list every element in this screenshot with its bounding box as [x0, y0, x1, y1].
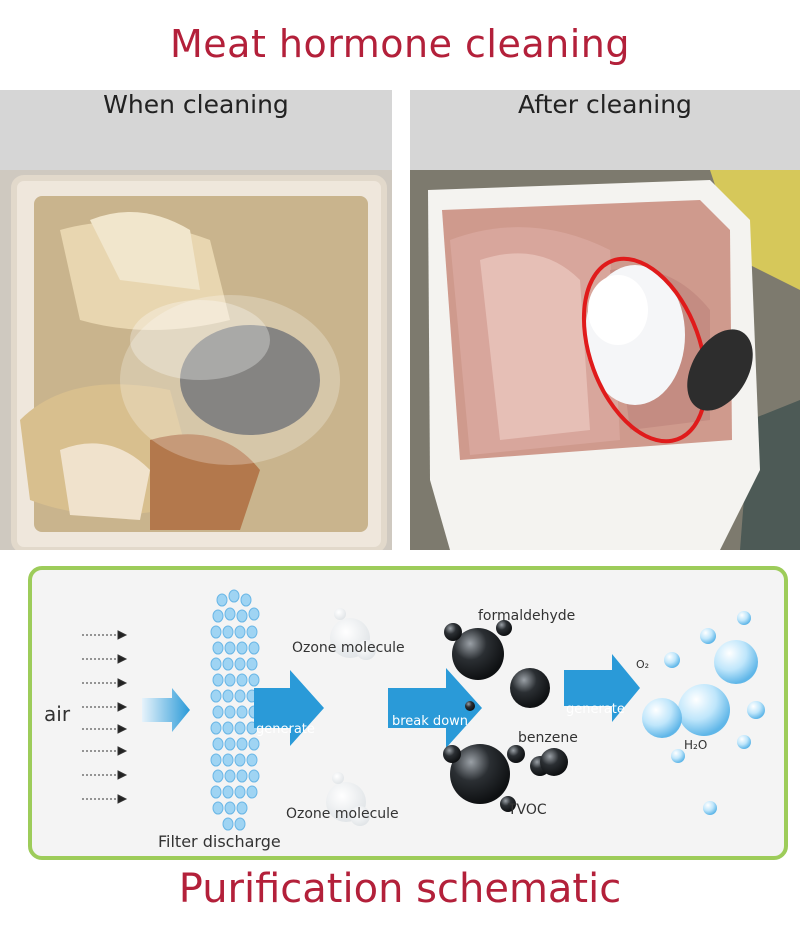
photo-after-cleaning: After cleaning — [410, 90, 800, 550]
generate-arrow-2 — [564, 654, 640, 722]
ozone-top-label: Ozone molecule — [292, 640, 405, 656]
water-oxygen-bubbles — [642, 611, 765, 815]
caption-after-cleaning: After cleaning — [518, 90, 692, 119]
ozone-molecule-bottom — [326, 772, 370, 826]
o2-label: O₂ — [636, 658, 650, 671]
generate-arrow-1 — [254, 670, 324, 746]
schematic-graphic — [82, 589, 765, 831]
break-down-label: break down — [392, 714, 469, 729]
schematic-title: Purification schematic — [178, 866, 622, 912]
break-down-arrow — [388, 668, 482, 748]
benzene-label: benzene — [518, 730, 578, 746]
ozone-bottom-label: Ozone molecule — [286, 806, 399, 822]
murky-water-tub-image — [0, 170, 392, 550]
air-flow-arrows — [82, 630, 128, 804]
purification-schematic-panel: air Filter discharge Ozone molecule Ozon… — [28, 566, 788, 860]
air-intake-arrow — [142, 688, 190, 732]
caption-when-cleaning: When cleaning — [103, 90, 289, 119]
page-title: Meat hormone cleaning — [170, 22, 630, 66]
ozone-molecule-top — [330, 608, 376, 660]
photo-when-cleaning: When cleaning — [0, 90, 392, 550]
filter-discharge-label: Filter discharge — [158, 832, 281, 851]
tvoc-label: TVOC — [508, 802, 547, 818]
pollutant-molecules — [443, 620, 568, 812]
formaldehyde-label: formaldehyde — [478, 608, 576, 624]
generate-2-label: generate — [566, 702, 625, 717]
air-label: air — [44, 702, 71, 726]
h2o-label: H₂O — [684, 738, 708, 752]
clean-water-tub-image — [410, 170, 800, 550]
generate-1-label: generate — [256, 722, 315, 737]
filter-bubbles — [210, 589, 260, 831]
